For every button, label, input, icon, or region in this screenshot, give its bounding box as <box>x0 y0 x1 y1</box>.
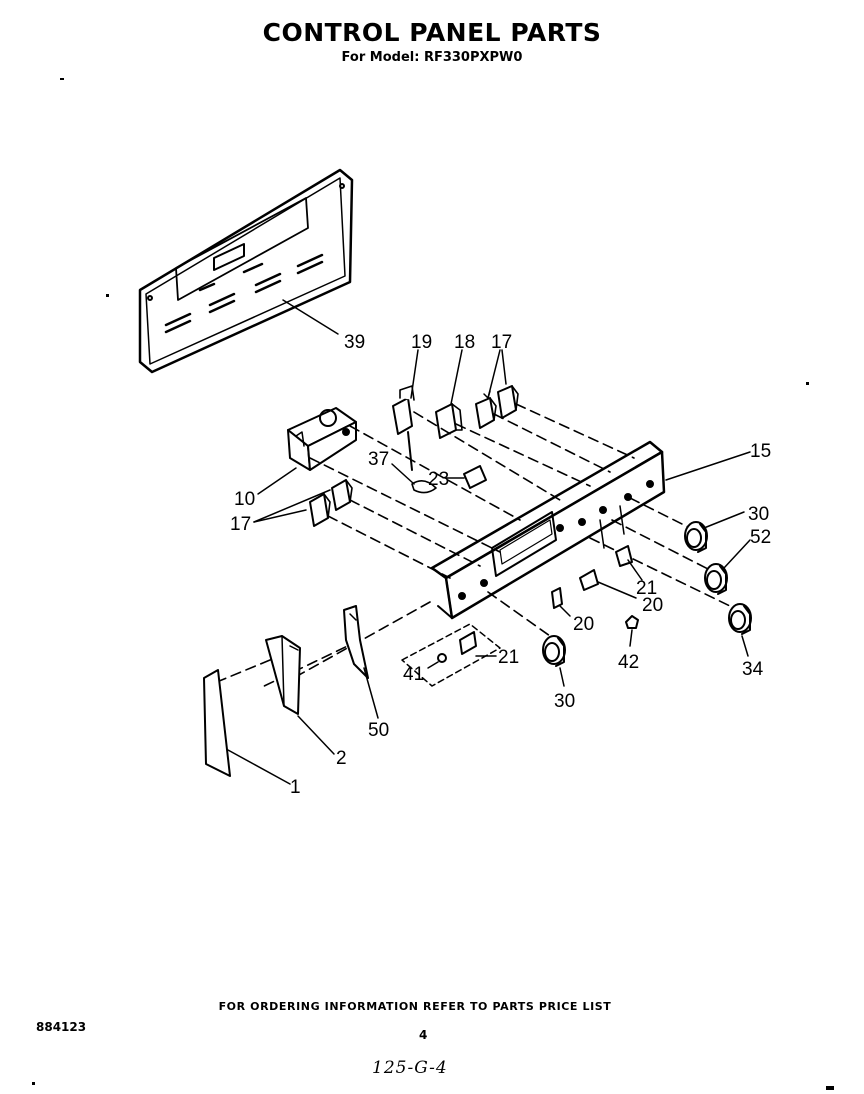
lamp-assembly-parts-41-21 <box>401 623 501 687</box>
rear-panel-part-39 <box>138 168 354 374</box>
switch-part-17-left-a <box>331 479 353 511</box>
callout-2: 2 <box>336 748 347 769</box>
knob-part-30-lower <box>542 635 566 687</box>
callout-20-right: 20 <box>642 595 663 616</box>
callout-21-right: 21 <box>636 578 657 599</box>
callout-37: 37 <box>368 449 389 470</box>
callout-34: 34 <box>742 659 764 680</box>
ordering-note: FOR ORDERING INFORMATION REFER TO PARTS … <box>218 1000 612 1013</box>
callout-30-low: 30 <box>554 691 575 712</box>
callout-21-low: 21 <box>498 647 519 668</box>
bushing-part-20-mid <box>551 587 571 617</box>
callout-19: 19 <box>411 332 432 353</box>
model-subtitle: For Model: RF330PXPW0 <box>341 50 523 65</box>
callout-52: 52 <box>750 527 771 548</box>
callout-17-top: 17 <box>491 332 512 353</box>
knob-part-30-right <box>684 511 745 553</box>
scan-marks <box>32 78 834 1090</box>
callout-15: 15 <box>750 441 771 462</box>
switch-part-17-top-b <box>497 385 519 419</box>
callout-39: 39 <box>344 332 365 353</box>
lamp-socket-part-23 <box>445 465 487 489</box>
callout-1: 1 <box>290 777 301 798</box>
knob-part-52 <box>704 539 751 595</box>
callout-20-mid: 20 <box>573 614 594 635</box>
callout-50: 50 <box>368 720 389 741</box>
switch-part-18 <box>435 349 463 439</box>
page-title: CONTROL PANEL PARTS <box>262 18 602 47</box>
callout-17-left: 17 <box>230 514 251 535</box>
callout-labels: 39 19 18 17 15 37 23 10 17 30 52 21 20 2… <box>230 332 771 798</box>
clip-part-42 <box>625 615 639 647</box>
callout-41: 41 <box>403 664 424 685</box>
callout-18: 18 <box>454 332 475 353</box>
callout-23: 23 <box>428 469 449 490</box>
switch-part-17-top-a <box>475 397 497 429</box>
switch-part-19 <box>392 349 419 471</box>
spring-part-21-right <box>615 545 643 581</box>
switch-part-17-left-b <box>309 493 331 527</box>
callout-30-right: 30 <box>748 504 769 525</box>
callout-10: 10 <box>234 489 255 510</box>
trim-part-50 <box>343 605 379 719</box>
knob-part-34 <box>728 603 752 657</box>
bushing-part-20-right <box>579 569 637 599</box>
clock-part-10 <box>257 407 357 495</box>
handwritten-note: 125-G-4 <box>372 1058 448 1078</box>
callout-42: 42 <box>618 652 639 673</box>
control-panel-part-15 <box>430 440 751 620</box>
trim-part-2 <box>265 635 335 755</box>
page-number: 4 <box>419 1028 428 1042</box>
wire-clip-part-37 <box>391 463 437 494</box>
trim-part-1 <box>203 669 291 785</box>
document-number: 884123 <box>36 1020 87 1034</box>
